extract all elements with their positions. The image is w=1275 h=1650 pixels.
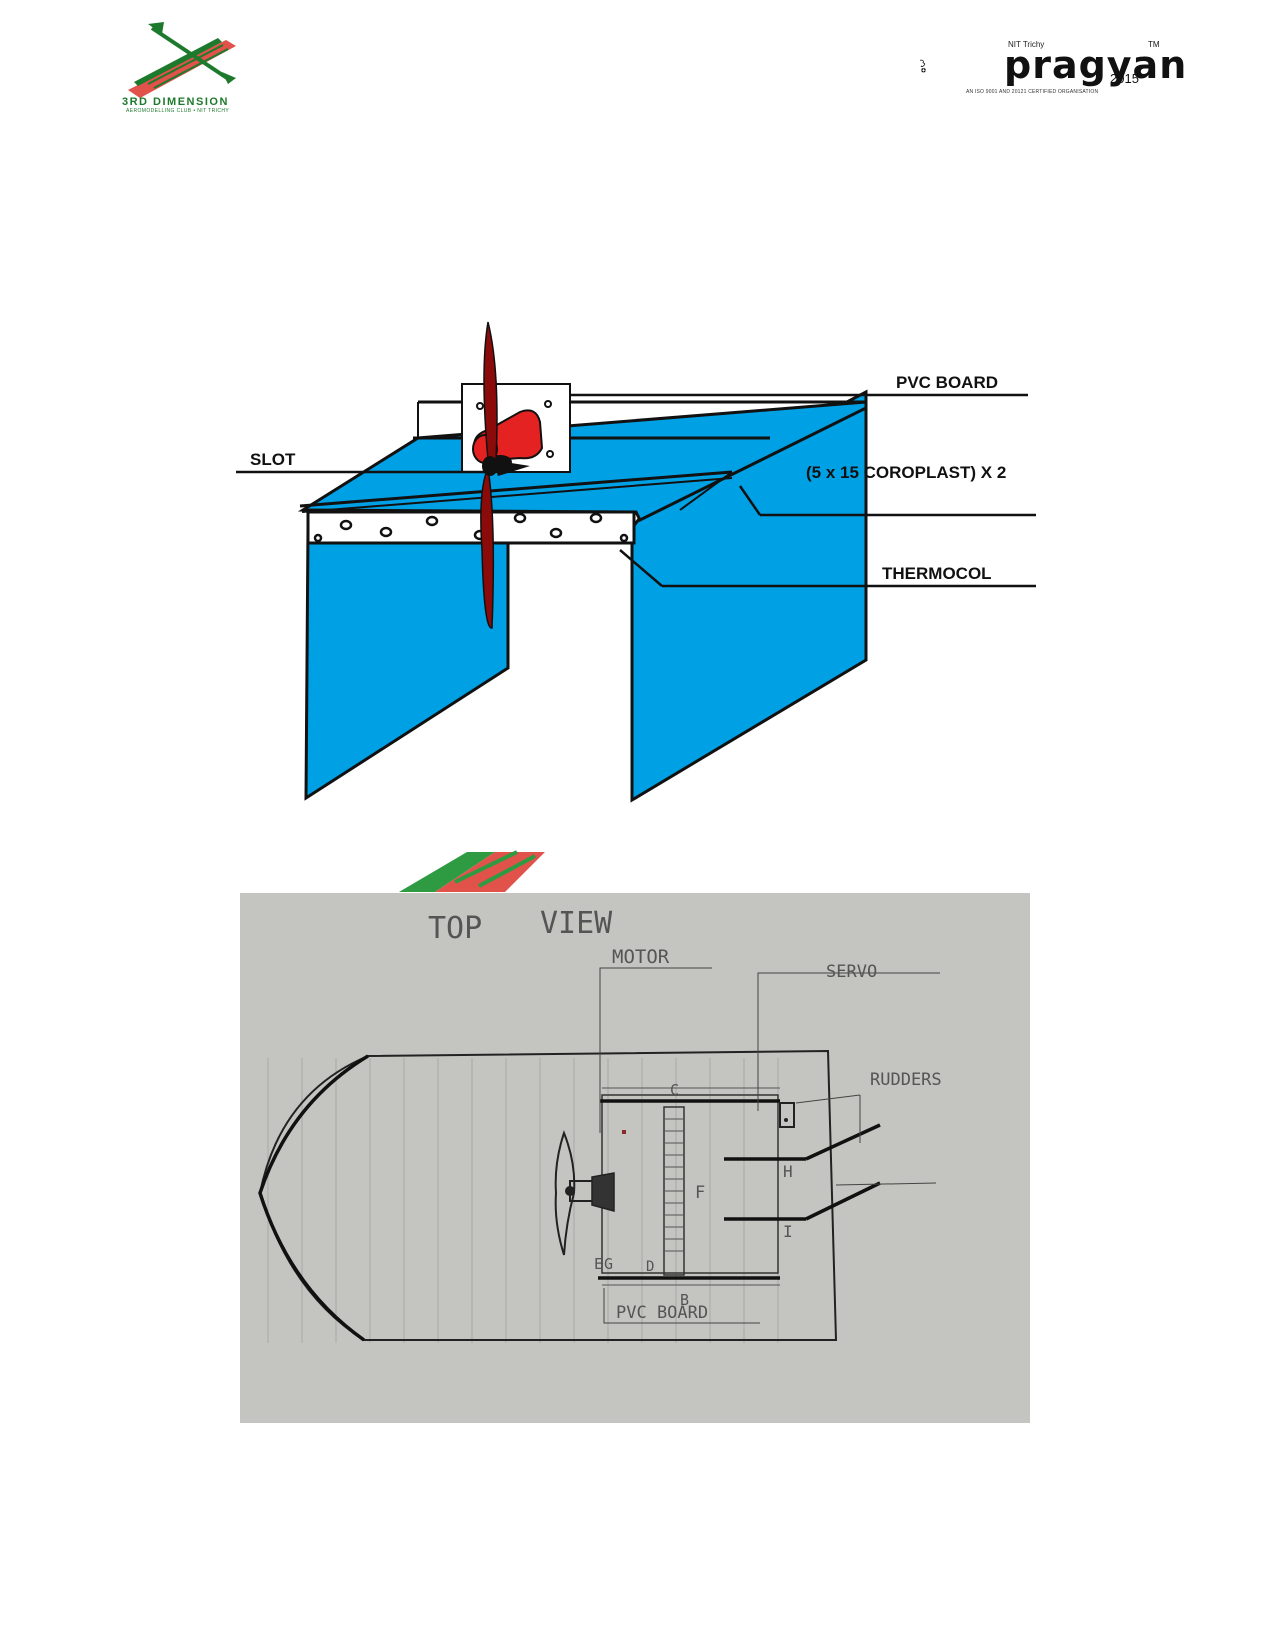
glider-fuselage-icon <box>148 22 236 84</box>
sketch-propeller-icon <box>554 1130 615 1256</box>
club-logo-watermark <box>395 846 585 892</box>
sketch-part-c: C <box>670 1081 679 1099</box>
pragyan-institute: NIT Trichy <box>1008 40 1045 49</box>
sketch-part-h: H <box>783 1162 793 1181</box>
pragyan-year: 2015 <box>1110 71 1139 86</box>
club-logo-subtitle: AEROMODELLING CLUB • NIT TRICHY <box>126 108 230 114</box>
rudders <box>724 1123 881 1221</box>
sketch-label-motor: MOTOR <box>612 946 670 968</box>
thermocol-strip <box>306 510 636 545</box>
label-coroplast: (5 x 15 COROPLAST) X 2 <box>806 463 1006 482</box>
sketch-part-d: D <box>646 1259 654 1275</box>
sketch-label-pvc-board: PVC BOARD <box>616 1303 708 1323</box>
servo-box <box>779 1102 795 1128</box>
sketch-title-word1: TOP <box>428 911 482 946</box>
pragyan-name: pragyan <box>1004 43 1188 87</box>
sketch-part-i: I <box>783 1222 793 1241</box>
pragyan-emblem-icon <box>919 59 926 73</box>
glider-wing-icon <box>128 38 236 98</box>
propeller-icon <box>480 321 498 629</box>
top-view-sketch: TOP VIEW MOTOR SERVO RUDDERS PVC BOARD C… <box>240 893 1030 1423</box>
sketch-part-e: E <box>594 1255 603 1273</box>
sketch-part-f: F <box>695 1183 705 1203</box>
sketch-part-b: B <box>680 1291 689 1309</box>
club-logo-title: 3RD DIMENSION <box>122 96 229 108</box>
sketch-title-word2: VIEW <box>540 906 613 941</box>
label-slot: SLOT <box>250 450 296 469</box>
sketch-label-rudders: RUDDERS <box>870 1070 942 1090</box>
pragyan-trademark: TM <box>1148 40 1160 49</box>
coroplast-left-panel <box>304 526 510 801</box>
pragyan-logo-mark <box>919 59 926 73</box>
sketch-part-g: G <box>604 1255 613 1273</box>
label-thermocol: THERMOCOL <box>882 564 992 583</box>
thermocol-holes <box>313 512 629 543</box>
club-logo <box>128 22 236 98</box>
sketch-label-servo: SERVO <box>826 962 877 982</box>
label-pvc-board: PVC BOARD <box>896 373 998 392</box>
pragyan-certification: AN ISO 9001 AND 20121 CERTIFIED ORGANISA… <box>966 89 1099 95</box>
hovercraft-3d-diagram: PVC BOARD SLOT (5 x 15 COROPLAST) X 2 TH… <box>236 321 1036 803</box>
